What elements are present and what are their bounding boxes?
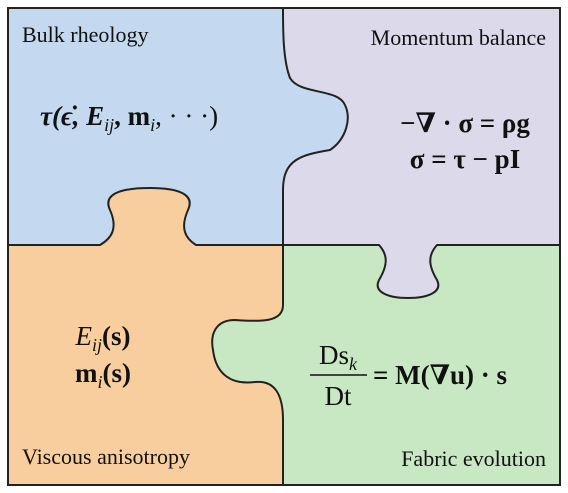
eq-m2-sub: i [97, 372, 102, 392]
eq-Ds: Ds [319, 340, 349, 370]
piece-momentum-balance [283, 8, 560, 298]
piece-viscous-anisotropy [8, 188, 283, 485]
title-bulk-rheology: Bulk rheology [22, 22, 149, 47]
eq-E: E [74, 321, 92, 351]
eq-momentum-line2: σ = τ − pI [410, 144, 520, 174]
seam-vertical-bottom [211, 245, 284, 485]
piece-fabric-evolution [212, 245, 560, 485]
eq-ij-sub: ij [104, 115, 114, 135]
equation-bulk-rheology: τ(ϵ̇, Eij, mi, · · ·) [40, 101, 218, 135]
eq-i-sub: i [150, 115, 155, 135]
eq-m2-arg: (s) [103, 358, 132, 388]
equation-anisotropy-2: mi(s) [75, 358, 131, 392]
eq-m: , m [114, 101, 151, 131]
puzzle-outline [7, 7, 561, 486]
eq-momentum-line1: −∇ · σ = ρg [400, 108, 530, 138]
equation-fabric-rhs: = M(∇u) · s [373, 360, 507, 390]
eq-tau-eps: τ(ϵ̇, E [40, 101, 104, 131]
seam-horizontal-right [283, 244, 560, 300]
equation-fabric-denominator: Dt [325, 381, 352, 411]
title-fabric-evolution: Fabric evolution [401, 446, 546, 471]
piece-bulk-rheology [8, 8, 348, 245]
equation-momentum-1: −∇ · σ = ρg [400, 108, 530, 138]
equation-anisotropy-1: Eij(s) [74, 321, 130, 355]
equation-momentum-2: σ = τ − pI [410, 144, 520, 174]
title-momentum-balance: Momentum balance [371, 25, 546, 50]
eq-E-arg: (s) [102, 321, 131, 351]
eq-E-sub: ij [92, 335, 102, 355]
seam-horizontal-left [8, 186, 283, 246]
eq-dots: , · · ·) [155, 101, 218, 131]
seam-vertical-top [282, 7, 349, 245]
title-viscous-anisotropy: Viscous anisotropy [22, 444, 190, 469]
eq-m2: m [75, 358, 98, 388]
equation-fabric-numerator: Dsk [319, 340, 358, 374]
eq-k-sub: k [349, 354, 358, 374]
